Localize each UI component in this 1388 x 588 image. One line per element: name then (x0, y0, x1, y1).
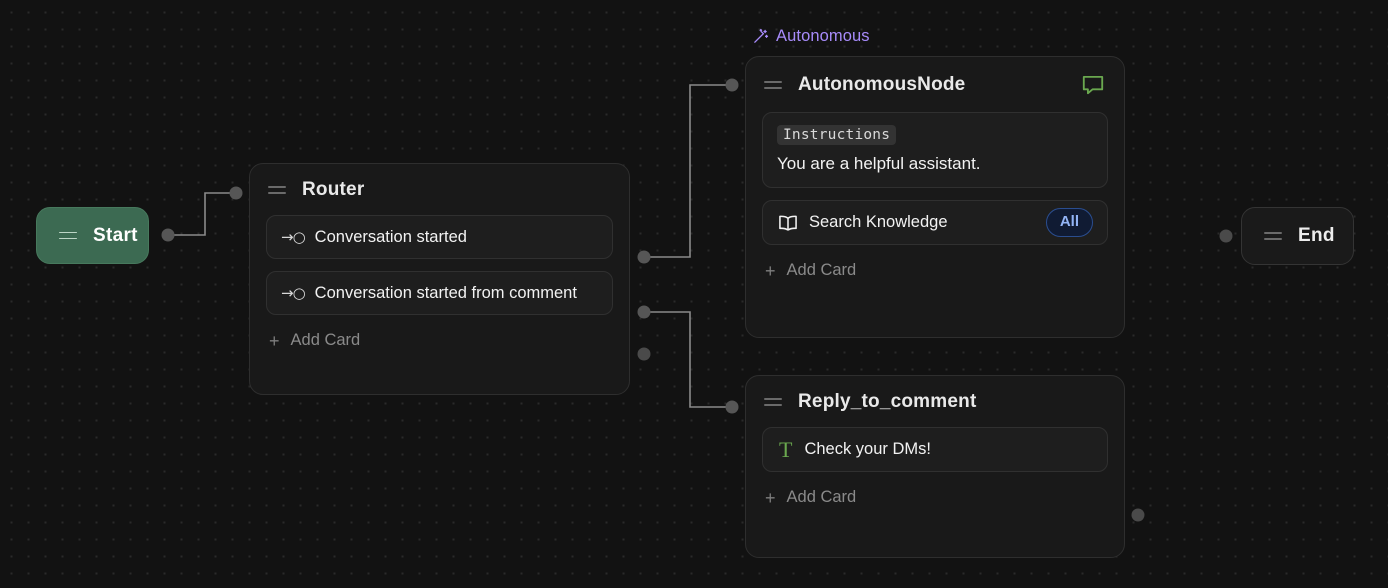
drag-handle-icon[interactable] (764, 396, 782, 408)
group-label-autonomous: Autonomous (752, 27, 870, 46)
text-type-glyph: T (779, 436, 793, 462)
drag-handle-icon[interactable] (764, 79, 782, 91)
router-card-label: Conversation started (314, 227, 467, 246)
port-autonomous-output[interactable] (1219, 229, 1233, 243)
autonomous-node-title: AutonomousNode (798, 74, 966, 95)
port-router-output-2[interactable] (637, 305, 651, 319)
port-reply-input[interactable] (725, 400, 739, 414)
start-node[interactable]: Start (36, 207, 149, 264)
reply-text-card[interactable]: T Check your DMs! (762, 427, 1108, 472)
chat-bubble-icon (1082, 75, 1104, 95)
plus-icon: + (765, 487, 776, 508)
drag-handle-icon[interactable] (268, 184, 286, 196)
add-card-label: Add Card (786, 261, 857, 279)
reply-node-header[interactable]: Reply_to_comment (746, 376, 1124, 413)
group-label-text: Autonomous (776, 27, 870, 45)
end-node-label: End (1298, 225, 1335, 246)
magic-wand-icon (754, 28, 769, 43)
route-arrow-icon: →○ (281, 284, 306, 302)
edge-start-to-router (168, 192, 236, 236)
edge-router-to-reply (644, 311, 732, 408)
port-start-output[interactable] (161, 228, 175, 242)
instructions-card[interactable]: Instructions You are a helpful assistant… (762, 112, 1108, 188)
reply-text-label: Check your DMs! (804, 440, 931, 459)
plus-icon: + (765, 260, 776, 281)
autonomous-add-card-button[interactable]: + Add Card (762, 257, 1108, 296)
port-router-input[interactable] (229, 186, 243, 200)
port-reply-output[interactable] (1131, 508, 1145, 522)
router-node-header[interactable]: Router (250, 164, 629, 201)
reply-node-title: Reply_to_comment (798, 391, 977, 412)
autonomous-node-header[interactable]: AutonomousNode (746, 57, 1124, 98)
search-knowledge-label: Search Knowledge (809, 213, 948, 232)
reply-to-comment-node[interactable]: Reply_to_comment T Check your DMs! + Add… (745, 375, 1125, 558)
add-card-label: Add Card (290, 331, 361, 349)
port-router-output-1[interactable] (637, 250, 651, 264)
port-autonomous-input[interactable] (725, 78, 739, 92)
plus-icon: + (269, 330, 280, 351)
autonomous-node[interactable]: AutonomousNode Instructions You are a he… (745, 56, 1125, 338)
add-card-label: Add Card (786, 488, 857, 506)
end-node[interactable]: End (1241, 207, 1354, 265)
router-add-card-button[interactable]: + Add Card (266, 327, 613, 366)
port-router-output-3[interactable] (637, 347, 651, 361)
reply-add-card-button[interactable]: + Add Card (762, 484, 1108, 523)
book-icon (777, 212, 799, 234)
reply-node-body: T Check your DMs! + Add Card (746, 413, 1124, 529)
instructions-text: You are a helpful assistant. (777, 154, 981, 173)
route-arrow-icon: →○ (281, 228, 306, 246)
start-node-label: Start (93, 224, 138, 246)
router-node-title: Router (302, 179, 365, 200)
autonomous-node-body: Instructions You are a helpful assistant… (746, 98, 1124, 302)
chat-bubble-button[interactable] (1080, 72, 1106, 98)
search-knowledge-card[interactable]: Search Knowledge All (762, 200, 1108, 245)
drag-handle-icon[interactable] (59, 230, 77, 242)
edge-router-to-autonomous (644, 84, 732, 258)
text-type-icon: T (777, 436, 794, 462)
drag-handle-icon[interactable] (1264, 230, 1282, 242)
knowledge-scope-badge[interactable]: All (1045, 208, 1093, 237)
router-card-label: Conversation started from comment (314, 283, 577, 302)
router-node[interactable]: Router →○ Conversation started →○ Conver… (249, 163, 630, 395)
router-node-body: →○ Conversation started →○ Conversation … (250, 201, 629, 372)
instructions-chip: Instructions (777, 125, 897, 145)
router-card-conversation-started[interactable]: →○ Conversation started (266, 215, 613, 259)
router-card-conversation-started-from-comment[interactable]: →○ Conversation started from comment (266, 271, 613, 315)
